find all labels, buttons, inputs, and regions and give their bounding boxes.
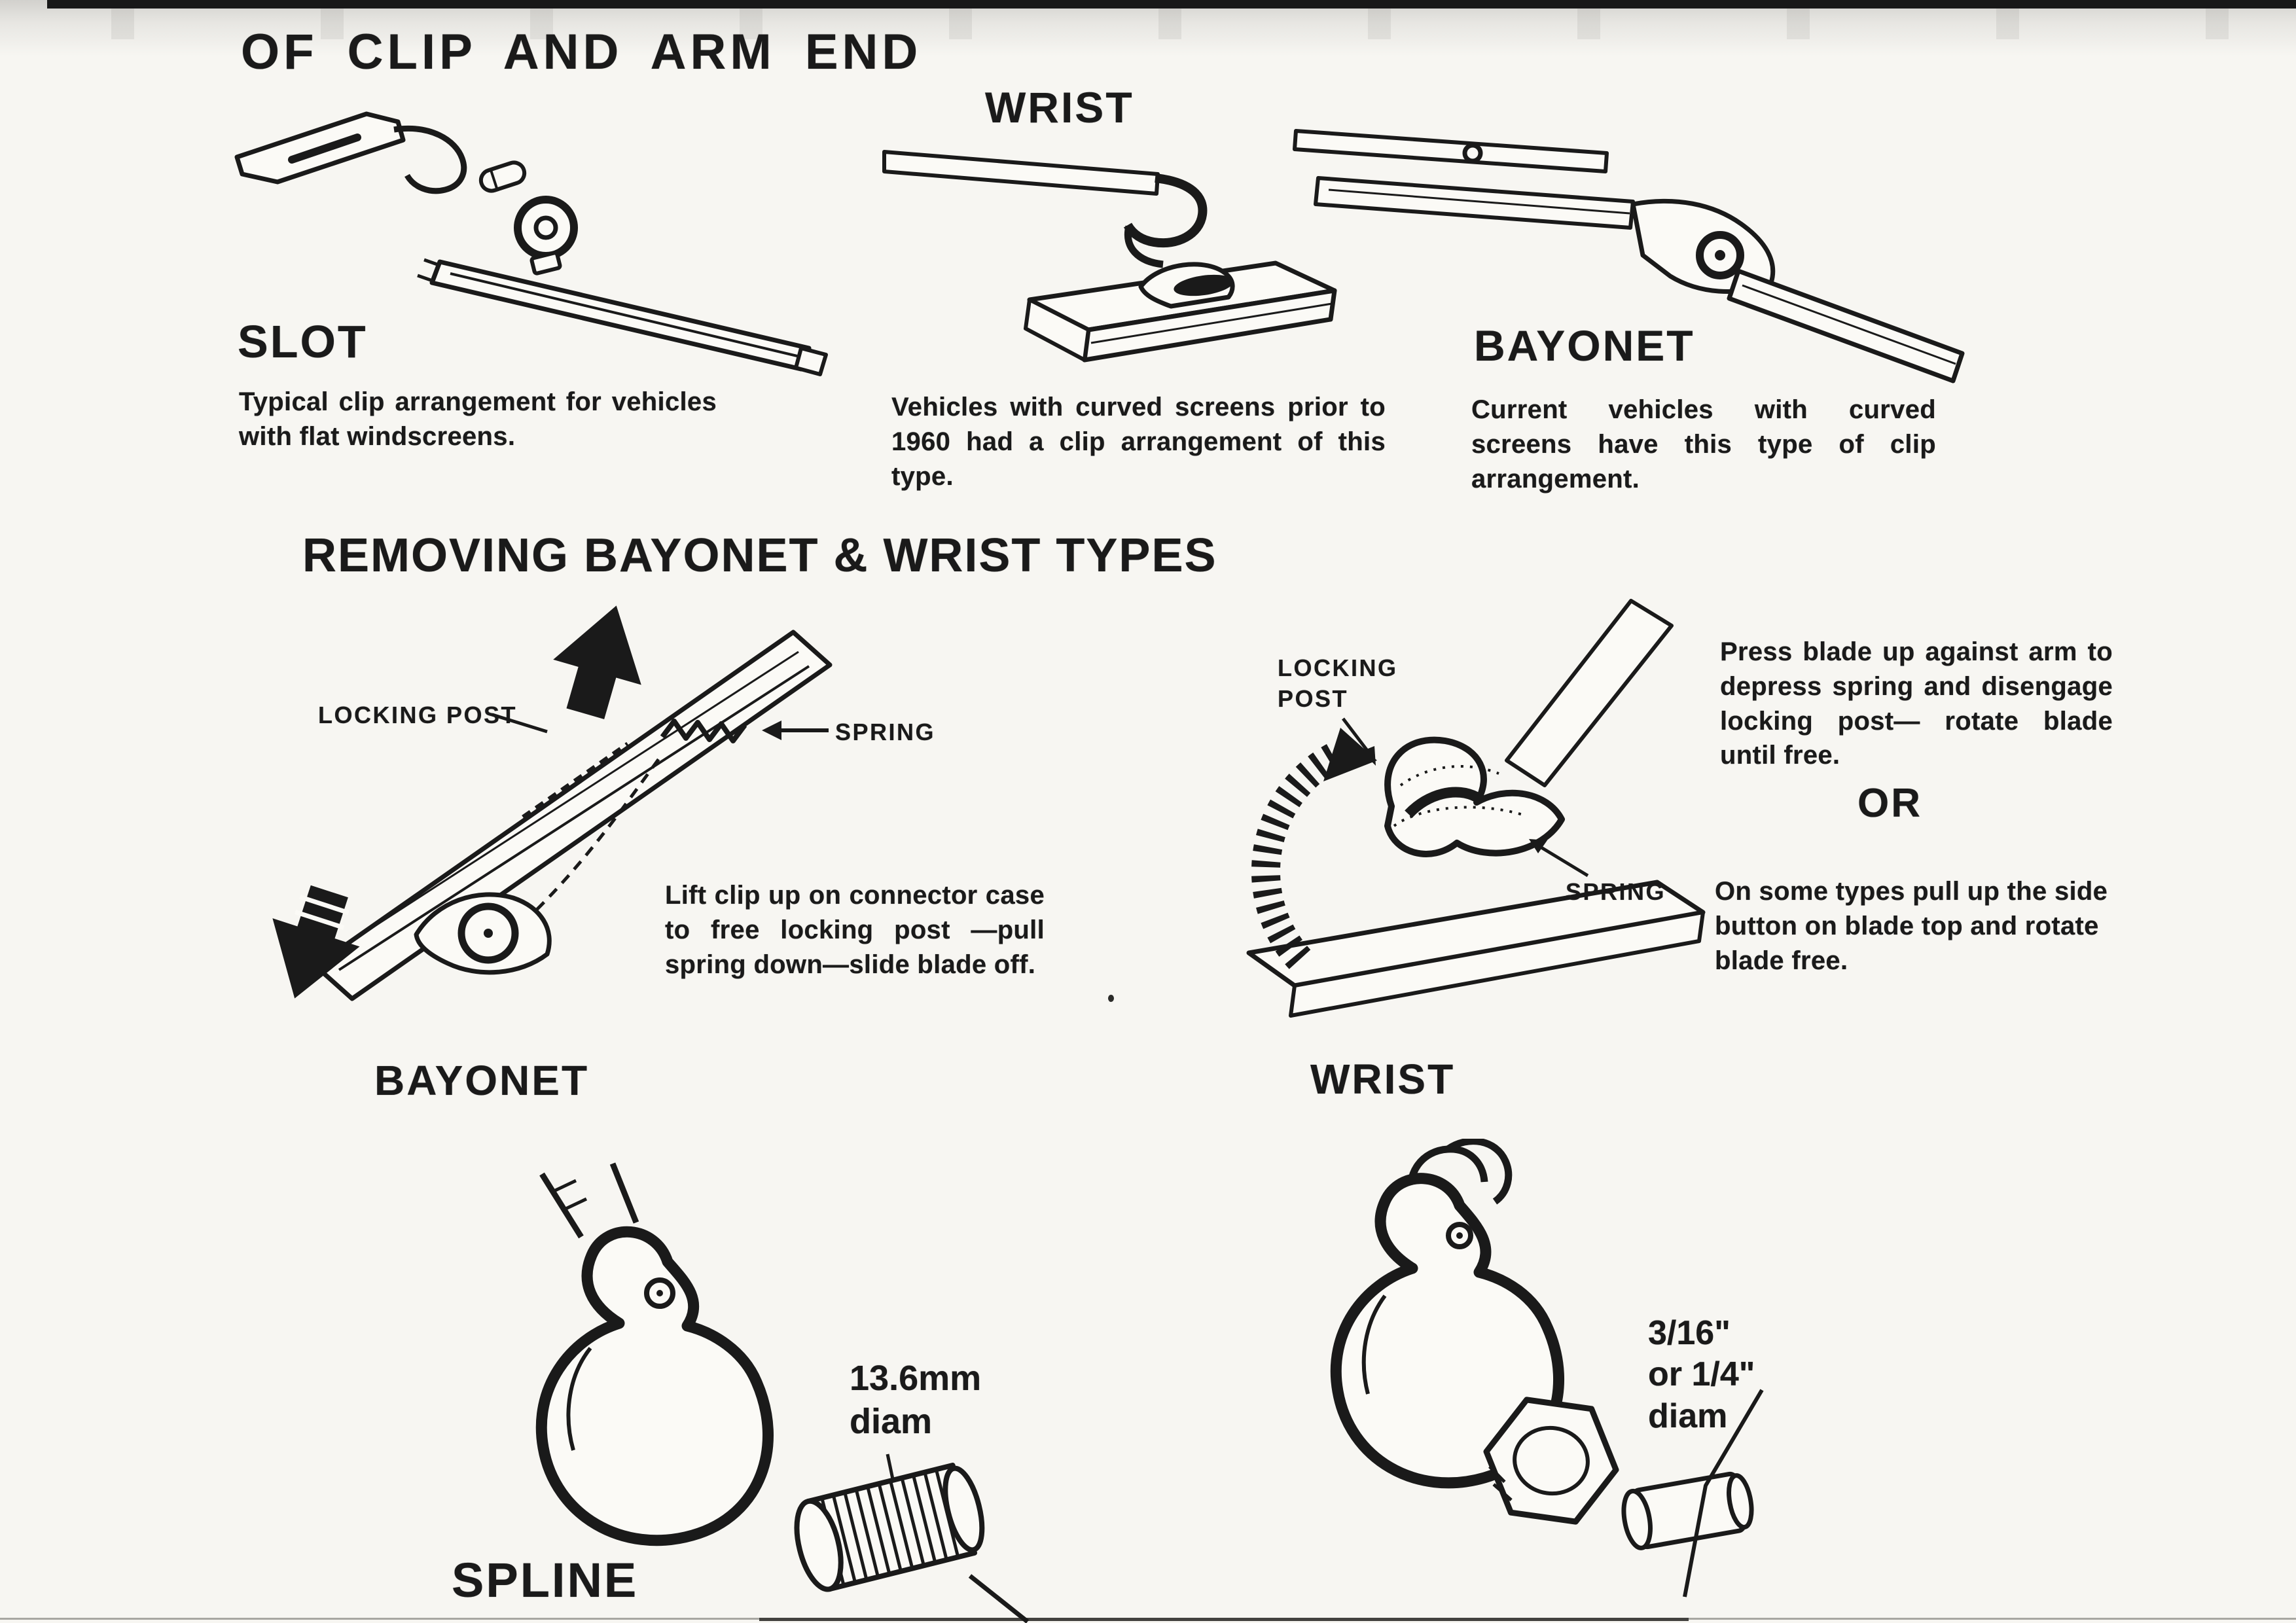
bayonet-caption: Current vehicles with curved screens hav… xyxy=(1471,395,1936,493)
scan-speck xyxy=(1108,995,1114,1002)
removing-section-heading: REMOVING BAYONET & WRIST TYPES xyxy=(302,529,1217,582)
bayonet-removal-label: BAYONET xyxy=(374,1057,590,1104)
scan-artifact-top-band xyxy=(0,0,2296,56)
wrist-removal-illustration xyxy=(1246,599,1706,1018)
bayonet-spring-label: SPRING xyxy=(835,719,936,745)
bayonet-removal-illustration xyxy=(272,605,833,1001)
pin-fixing-figure: 3/16" or 1/4" diam xyxy=(1244,1139,2062,1623)
wrist-removal-caption-alt: On some types pull up the side button on… xyxy=(1715,877,2108,975)
wrist-spring-label: SPRING xyxy=(1566,878,1666,905)
wrist-caption: Vehicles with curved screens prior to 19… xyxy=(891,393,1386,491)
slot-label: SLOT xyxy=(238,316,368,367)
pin-dimension-note: 3/16" or 1/4" diam xyxy=(1648,1314,1755,1435)
slot-clip-illustration xyxy=(234,111,828,376)
wrist-clip-illustration xyxy=(882,150,1337,363)
slot-caption: Typical clip arrangement for vehicles wi… xyxy=(239,387,717,451)
bayonet-clip-illustration xyxy=(1293,129,1965,383)
scan-artifact-top-bar xyxy=(47,0,2296,9)
wrist-removal-label: WRIST xyxy=(1310,1056,1456,1103)
wrist-label: WRIST xyxy=(985,83,1134,132)
wrist-removal-caption-primary: Press blade up against arm to depress sp… xyxy=(1720,637,2113,770)
bayonet-label: BAYONET xyxy=(1474,321,1695,370)
scan-artifact-bottom-dark-line xyxy=(759,1618,1689,1621)
spline-dimension-note: 13.6mm diam xyxy=(850,1359,982,1441)
spline-illustration xyxy=(535,1162,1030,1623)
spline-fixing-figure: 13.6mm diam SPLINE xyxy=(406,1152,1158,1623)
bayonet-locking-post-label: LOCKING POST xyxy=(318,702,518,728)
bayonet-removal-caption: Lift clip up on connector case to free l… xyxy=(665,881,1045,979)
spline-label: SPLINE xyxy=(452,1553,639,1607)
pin-illustration xyxy=(1330,1139,1764,1597)
wrist-removal-or-label: OR xyxy=(1857,781,1922,826)
page-title: OF CLIP AND ARM END xyxy=(241,24,922,80)
wrist-removal-figure: LOCKING POST SPRING Press blade up again… xyxy=(1172,589,2153,1113)
bayonet-removal-figure: LOCKING POST SPRING Lift clip up on conn… xyxy=(262,602,1080,1113)
wrist-locking-post-label: LOCKING POST xyxy=(1278,654,1398,712)
